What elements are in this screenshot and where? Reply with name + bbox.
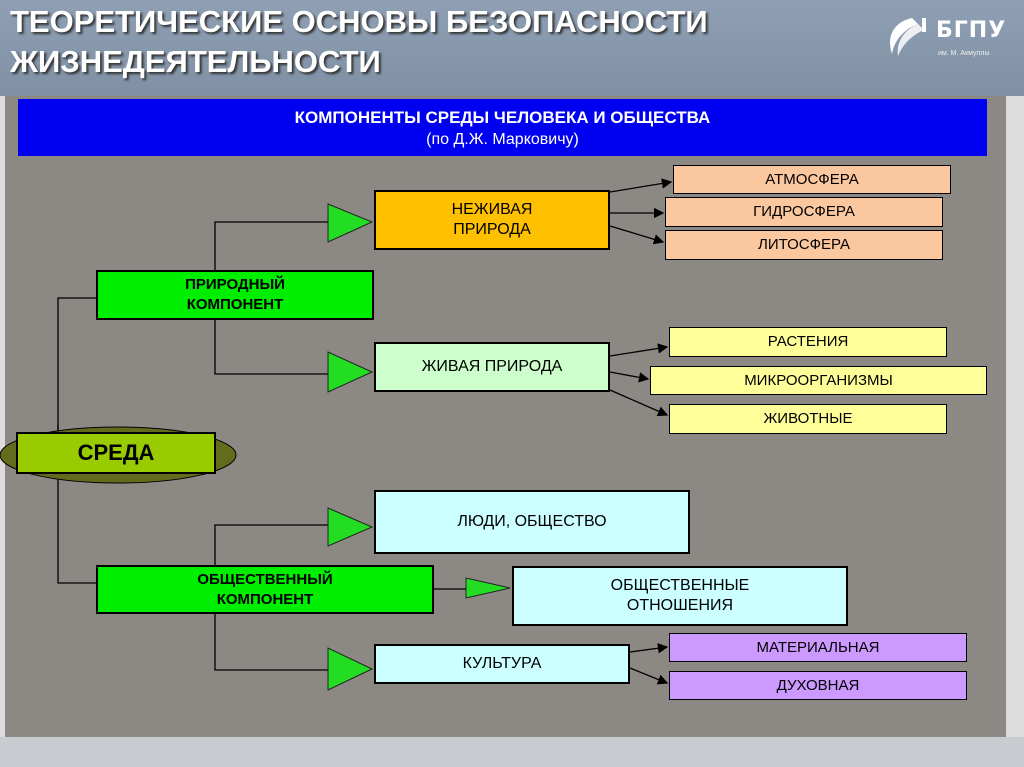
header-bar [0,0,1024,96]
spiritual-label: ДУХОВНАЯ [776,676,860,694]
animals-label: ЖИВОТНЫЕ [763,410,853,427]
diagram-banner: КОМПОНЕНТЫ СРЕДЫ ЧЕЛОВЕКА И ОБЩЕСТВА (по… [18,99,987,156]
atmosphere-box: АТМОСФЕРА [673,165,951,194]
arrow-animals [609,389,669,417]
nonliving-nature-box: НЕЖИВАЯ ПРИРОДА [374,190,610,250]
social-relations-label: ОБЩЕСТВЕННЫЕ ОТНОШЕНИЯ [610,577,750,614]
arrow-head-living [327,351,374,393]
people-society-box: ЛЮДИ, ОБЩЕСТВО [374,490,690,554]
connector-natural-living [214,320,328,375]
atmosphere-label: АТМОСФЕРА [765,170,859,188]
microorganisms-box: МИКРООРГАНИЗМЫ [650,366,987,395]
people-society-label: ЛЮДИ, ОБЩЕСТВО [457,513,607,530]
connector-social-people [214,524,328,565]
natural-component-box: ПРИРОДНЫЙ КОМПОНЕНТ [96,270,374,320]
arrow-head-nonliving [327,203,374,243]
spiritual-box: ДУХОВНАЯ [669,671,967,700]
banner-title: КОМПОНЕНТЫ СРЕДЫ ЧЕЛОВЕКА И ОБЩЕСТВА [294,108,711,127]
logo-text: БГПУ [936,18,1007,43]
arrow-material [629,643,669,654]
hydrosphere-label: ГИДРОСФЕРА [753,203,855,220]
sreda-box: СРЕДА [16,432,216,474]
lithosphere-box: ЛИТОСФЕРА [665,230,943,260]
connector-natural-nonliving [214,221,328,270]
arrow-microorganisms [609,371,650,383]
social-component-label: ОБЩЕСТВЕННЫЙ КОМПОНЕНТ [197,570,333,608]
logo-subtext: им. М. Акмуллы [938,50,990,57]
nonliving-nature-label: НЕЖИВАЯ ПРИРОДА [451,201,533,238]
material-label: МАТЕРИАЛЬНАЯ [756,638,880,656]
hydrosphere-box: ГИДРОСФЕРА [665,197,943,227]
social-relations-box: ОБЩЕСТВЕННЫЕ ОТНОШЕНИЯ [512,566,848,626]
banner-subtitle: (по Д.Ж. Марковичу) [426,131,579,148]
animals-box: ЖИВОТНЫЕ [669,404,947,434]
arrow-head-people [327,507,374,547]
material-box: МАТЕРИАЛЬНАЯ [669,633,967,662]
sreda-label: СРЕДА [77,440,155,465]
arrow-atmosphere [609,178,673,193]
culture-label: КУЛЬТУРА [462,655,542,672]
plants-label: РАСТЕНИЯ [767,333,849,350]
microorganisms-label: МИКРООРГАНИЗМЫ [744,371,893,389]
living-nature-box: ЖИВАЯ ПРИРОДА [374,342,610,392]
arrow-plants [609,343,669,357]
arrow-head-relations [465,577,511,599]
plants-box: РАСТЕНИЯ [669,327,947,357]
footer-bar [0,737,1024,767]
lithosphere-label: ЛИТОСФЕРА [757,236,851,253]
page-title: ТЕОРЕТИЧЕСКИЕ ОСНОВЫ БЕЗОПАСНОСТИ ЖИЗНЕД… [10,2,708,82]
social-component-box: ОБЩЕСТВЕННЫЙ КОМПОНЕНТ [96,565,434,614]
arrow-head-culture [327,647,374,691]
living-nature-label: ЖИВАЯ ПРИРОДА [421,358,563,375]
arrow-lithosphere [609,225,665,245]
university-logo-icon [890,18,926,56]
arrow-spiritual [629,667,669,685]
connector-social-culture [214,614,328,671]
culture-box: КУЛЬТУРА [374,644,630,684]
page-title-line2: ЖИЗНЕДЕЯТЕЛЬНОСТИ [10,44,381,79]
natural-component-label: ПРИРОДНЫЙ КОМПОНЕНТ [185,276,285,313]
page-title-line1: ТЕОРЕТИЧЕСКИЕ ОСНОВЫ БЕЗОПАСНОСТИ [10,4,708,39]
